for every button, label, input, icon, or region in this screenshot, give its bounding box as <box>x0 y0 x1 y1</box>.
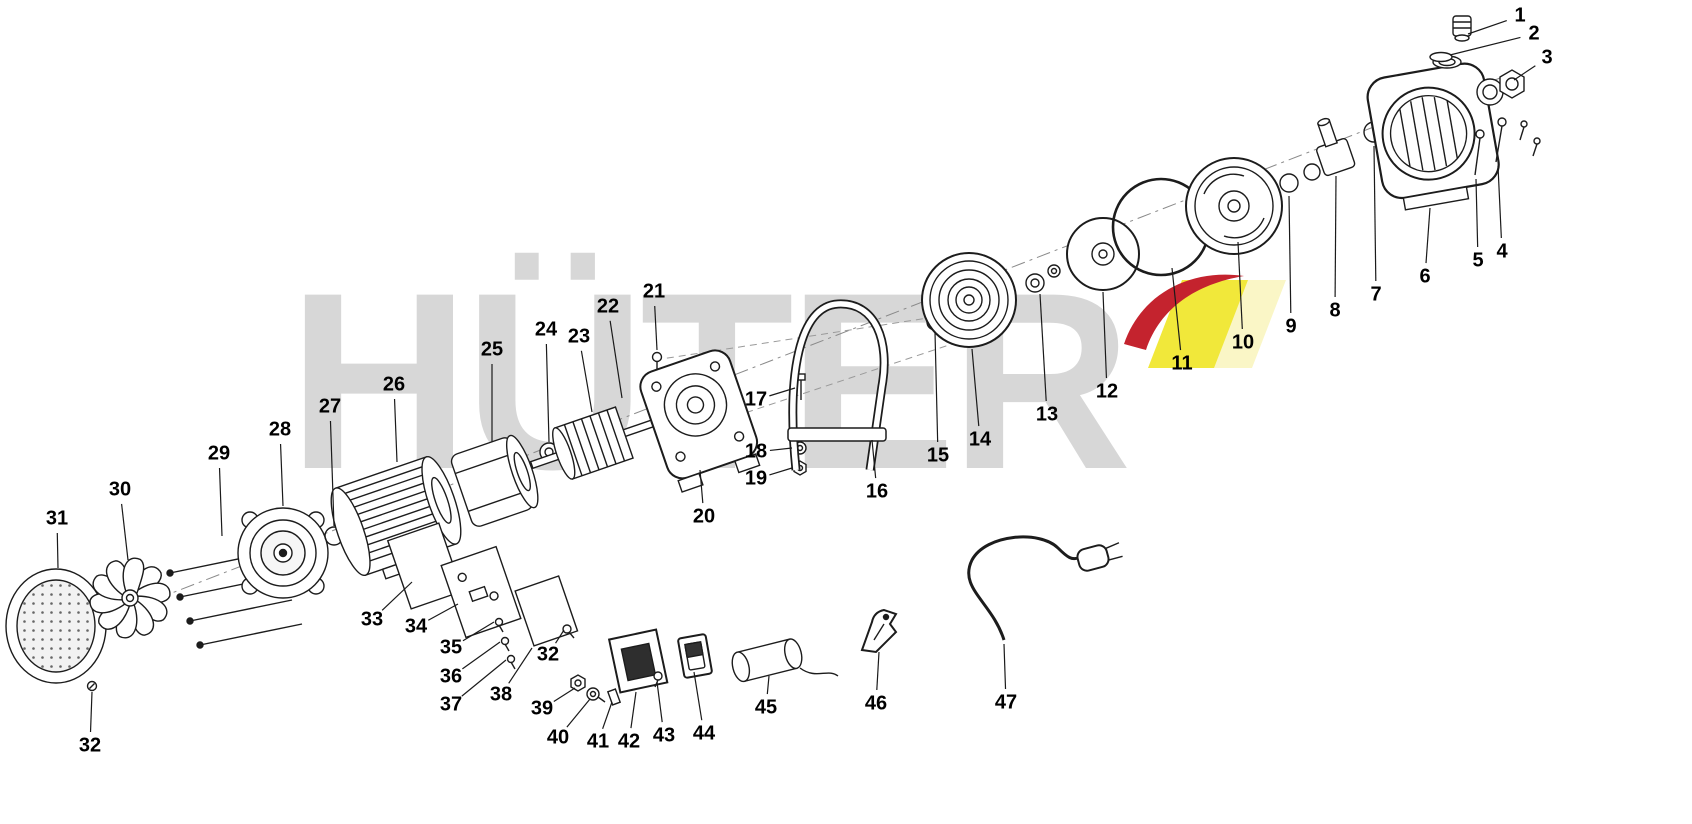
cable-clamp-46 <box>860 608 898 654</box>
part-label-33-32: 33 <box>360 608 384 631</box>
motor-end-cover <box>5 568 107 684</box>
stator-winding <box>450 434 539 527</box>
o-ring-9 <box>1279 173 1299 193</box>
fasteners-13 <box>1025 264 1061 293</box>
cooling-fan <box>85 553 175 643</box>
part-label-23-22: 23 <box>567 325 591 348</box>
nut-39 <box>570 674 586 692</box>
part-label-32-38: 32 <box>536 643 560 666</box>
construction-line <box>654 317 929 361</box>
part-label-36-35: 36 <box>439 665 463 688</box>
bolt-40 <box>586 687 606 703</box>
disc-12 <box>1066 217 1140 291</box>
part-label-2-1: 2 <box>1528 22 1540 45</box>
part-label-17-16: 17 <box>744 388 768 411</box>
impeller-10 <box>1185 157 1283 255</box>
screw-5 <box>1474 129 1485 176</box>
part-label-22-21: 22 <box>596 295 620 318</box>
part-label-12-11: 12 <box>1095 380 1119 403</box>
part-label-25-24: 25 <box>480 338 504 361</box>
part-label-30-29: 30 <box>108 478 132 501</box>
spacer-41 <box>606 688 622 706</box>
small-hardware <box>1519 120 1541 157</box>
part-label-47-47: 47 <box>994 691 1018 714</box>
part-label-42-42: 42 <box>617 730 641 753</box>
part-label-16-15: 16 <box>865 480 889 503</box>
part-label-4-3: 4 <box>1496 240 1508 263</box>
capacitor-45 <box>731 638 803 683</box>
motor-end-bracket <box>237 507 329 599</box>
part-label-5-4: 5 <box>1472 249 1484 272</box>
power-cable-47 <box>967 535 1123 641</box>
screw-32-mid <box>562 624 575 639</box>
screw-21 <box>651 351 663 369</box>
power-plug <box>1076 542 1123 572</box>
part-label-20-19: 20 <box>692 505 716 528</box>
diffuser-plate-14 <box>921 252 1017 348</box>
part-label-15-14: 15 <box>926 444 950 467</box>
part-label-14-13: 14 <box>968 428 992 451</box>
part-label-26-25: 26 <box>382 373 406 396</box>
part-label-35-34: 35 <box>439 636 463 659</box>
part-label-34-33: 34 <box>404 615 428 638</box>
part-label-37-36: 37 <box>439 693 463 716</box>
screw-4 <box>1495 117 1507 163</box>
construction-line <box>711 343 953 425</box>
part-label-18-17: 18 <box>744 440 768 463</box>
part-label-44-44: 44 <box>692 722 716 745</box>
screw-43 <box>653 671 663 688</box>
part-label-31-30: 31 <box>45 507 69 530</box>
part-label-9-8: 9 <box>1285 315 1297 338</box>
part-label-39-39: 39 <box>530 697 554 720</box>
pump-bracket <box>639 349 761 493</box>
part-label-21-20: 21 <box>642 280 666 303</box>
gasket-2 <box>1429 51 1453 63</box>
part-label-38-37: 38 <box>489 683 513 706</box>
capacitor-wire <box>799 667 839 677</box>
rocker-switch-44 <box>677 633 713 679</box>
part-label-28-27: 28 <box>268 418 292 441</box>
part-label-1-0: 1 <box>1514 4 1526 27</box>
part-label-7-6: 7 <box>1370 283 1382 306</box>
part-label-13-12: 13 <box>1035 403 1059 426</box>
part-label-40-40: 40 <box>546 726 570 749</box>
part-label-46-46: 46 <box>864 692 888 715</box>
part-label-3-2: 3 <box>1541 46 1553 69</box>
part-label-19-18: 19 <box>744 467 768 490</box>
part-label-43-43: 43 <box>652 724 676 747</box>
part-label-32-31: 32 <box>78 734 102 757</box>
part-label-27-26: 27 <box>318 395 342 418</box>
part-label-24-23: 24 <box>534 318 558 341</box>
switch-box-42 <box>607 628 669 694</box>
part-label-45-45: 45 <box>754 696 778 719</box>
part-label-6-5: 6 <box>1419 265 1431 288</box>
part-label-8-7: 8 <box>1329 299 1341 322</box>
part-label-10-9: 10 <box>1231 331 1255 354</box>
screw-32-left <box>86 680 98 692</box>
part-label-41-41: 41 <box>586 730 610 753</box>
ejector-8 <box>1303 117 1356 181</box>
part-label-29-28: 29 <box>207 442 231 465</box>
part-label-11-10: 11 <box>1171 352 1193 375</box>
pump-body <box>1366 55 1504 211</box>
